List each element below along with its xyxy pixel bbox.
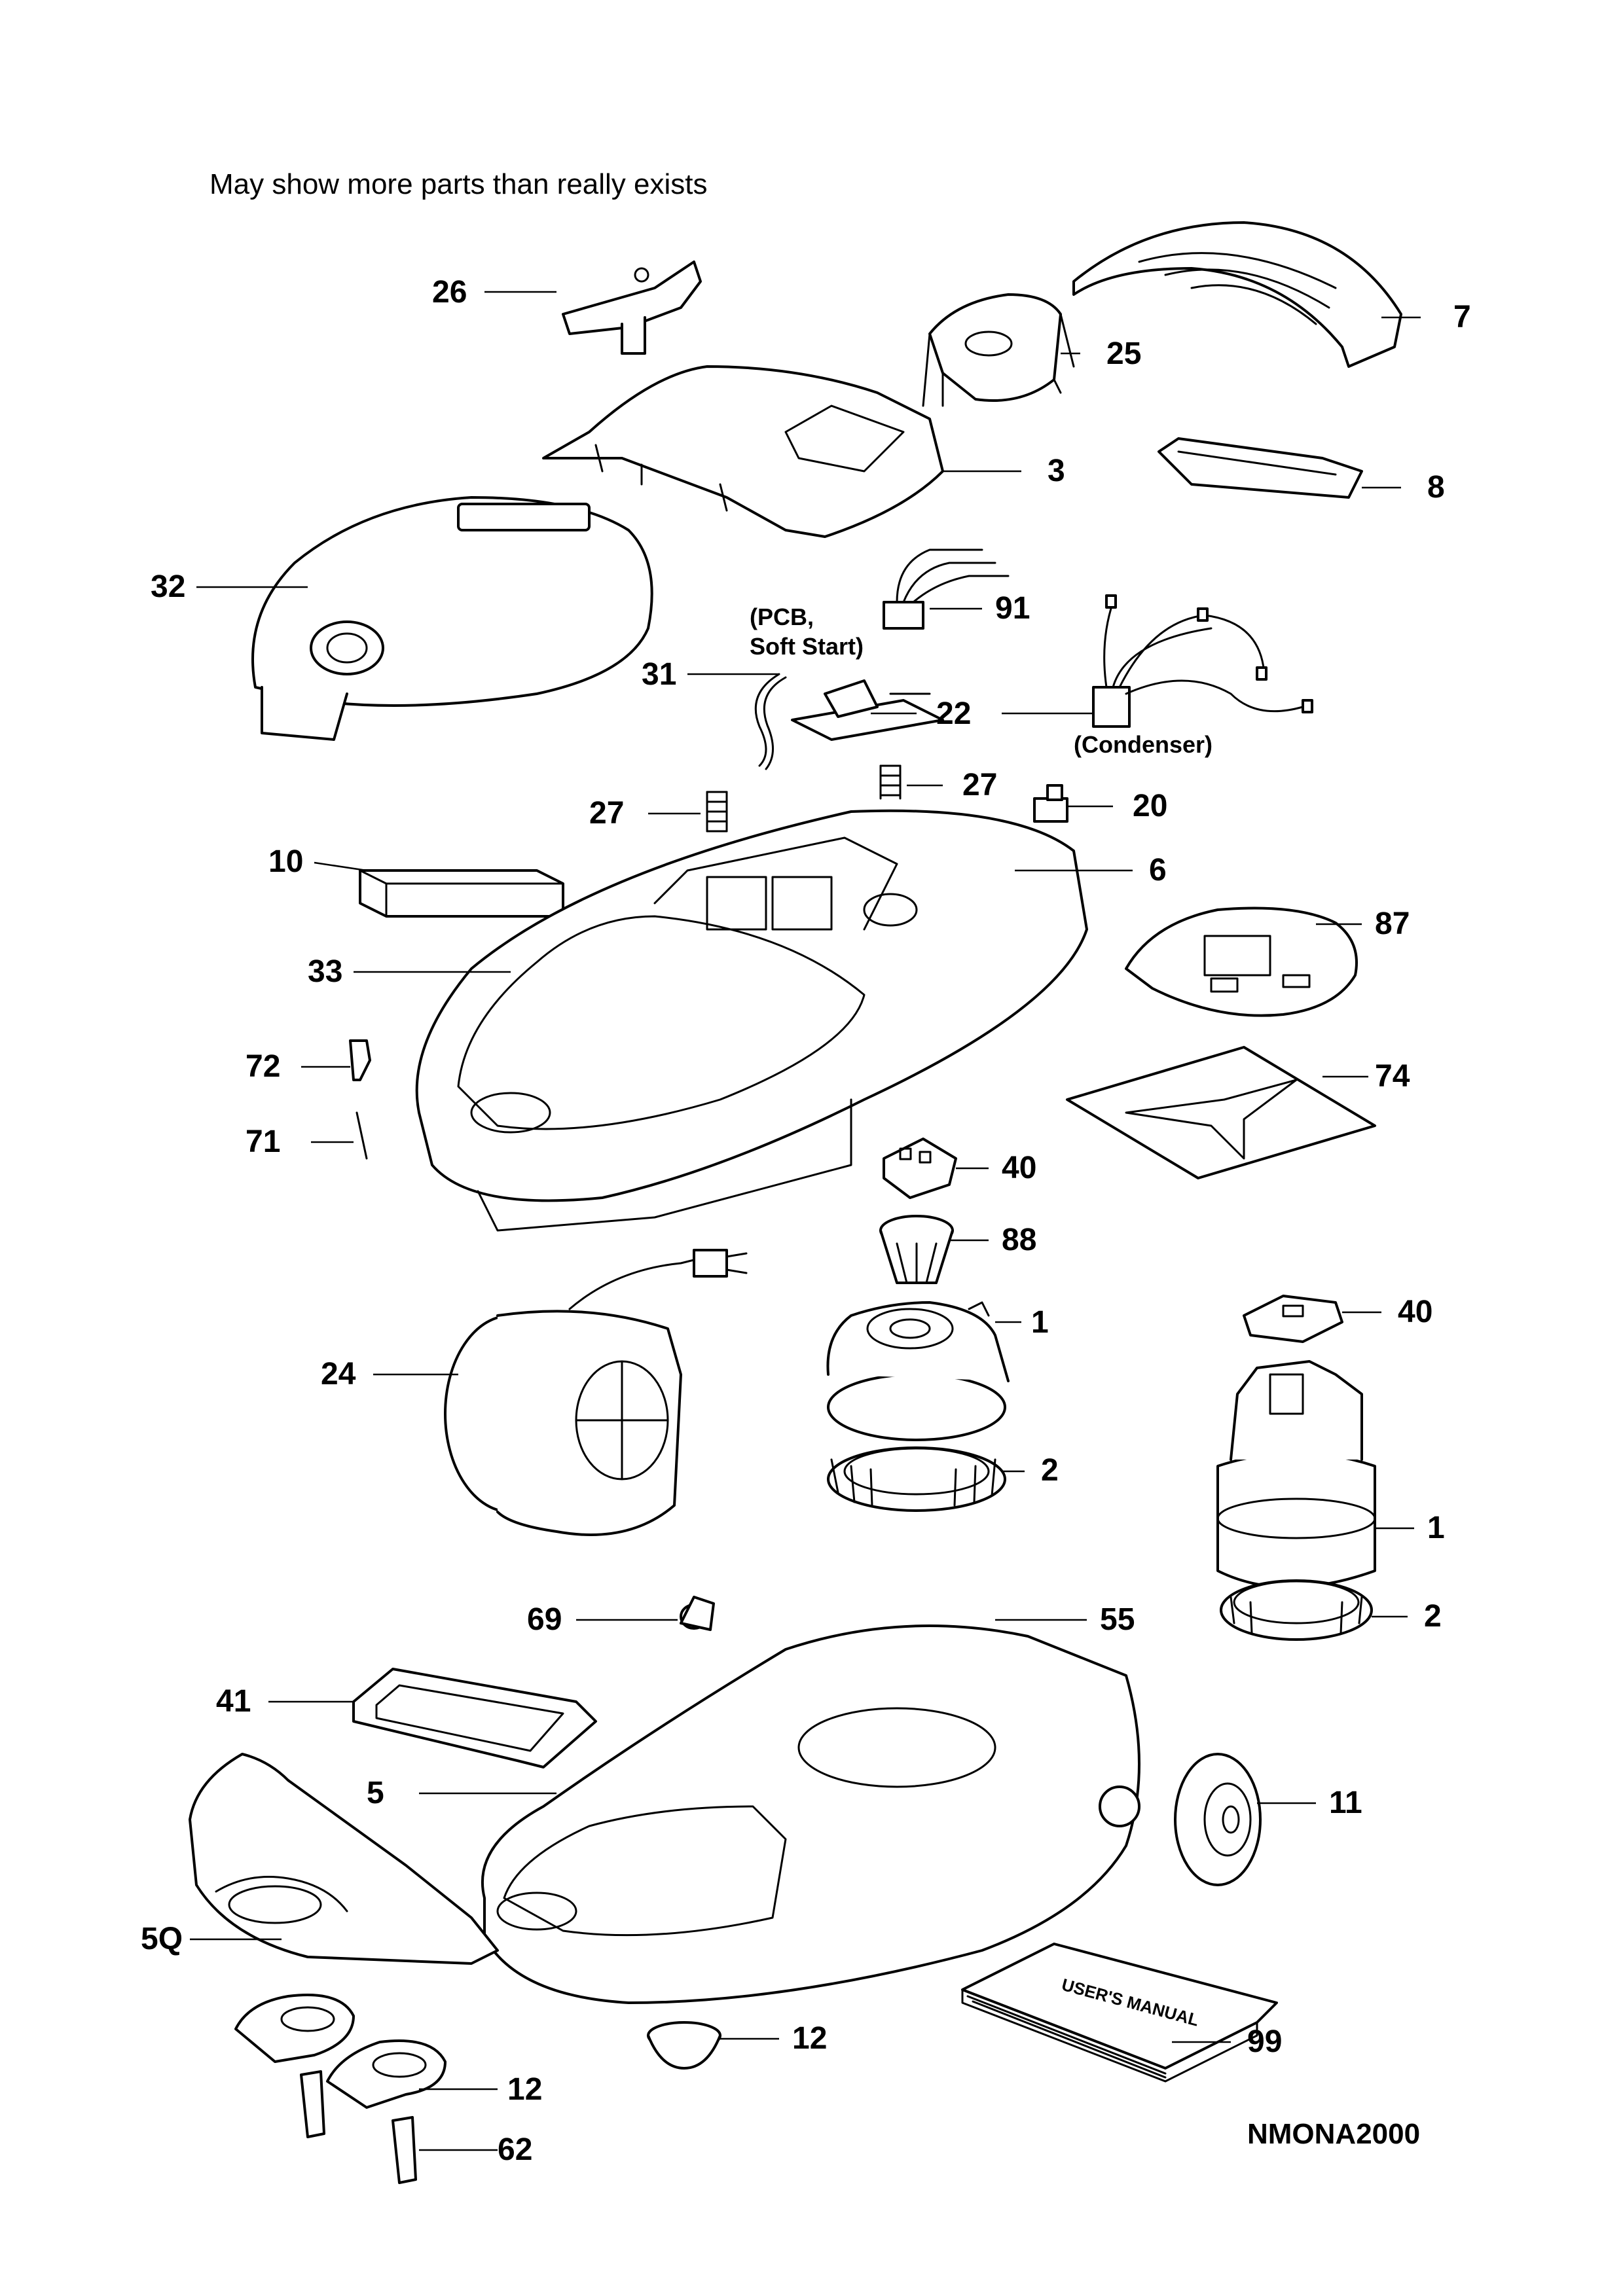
part-32-front-lid [251,496,653,741]
annotation-pcb: (PCB, [750,603,814,630]
part-40-mount-upper [883,1138,957,1199]
label-24: 24 [321,1357,356,1391]
label-25: 25 [1106,336,1141,371]
part-88-motor-cap [879,1215,954,1284]
part-72-clip [349,1039,371,1081]
part-40-mount-right [1243,1295,1343,1343]
label-7: 7 [1453,300,1471,334]
label-5: 5 [367,1776,384,1810]
label-87: 87 [1375,906,1410,941]
label-41: 41 [216,1684,251,1719]
label-2a: 2 [1041,1453,1059,1488]
annotation-condenser: (Condenser) [1074,731,1213,758]
part-24-cable-reel [444,1249,748,1536]
condenser [1092,594,1313,728]
disclaimer-note: May show more parts than really exists [210,168,708,200]
label-88: 88 [1002,1223,1036,1257]
label-91: 91 [995,591,1030,626]
label-6: 6 [1149,853,1167,888]
part-5q-front-bumper [189,1753,499,1965]
part-12-castor-cap [647,2021,721,2070]
label-12a: 12 [507,2072,542,2107]
label-99: 99 [1247,2024,1282,2059]
part-1-motor-right [1216,1360,1376,1588]
label-74: 74 [1375,1059,1410,1094]
label-27b: 27 [962,768,997,802]
part-74-filter-sheet [1066,1046,1376,1179]
part-6-chassis [415,809,1088,1232]
part-91-wiring [883,548,1010,630]
part-2-ring-center [827,1446,1006,1512]
part-99-users-manual: USER'S MANUAL [961,1943,1278,2083]
part-7-top-lid [1072,221,1402,368]
label-1a: 1 [1031,1305,1049,1340]
part-5-bottom-housing [481,1624,1140,2004]
part-3-upper-housing [542,365,944,538]
part-20-switch [1033,784,1068,823]
label-33: 33 [308,954,342,989]
label-40b: 40 [1398,1295,1432,1329]
part-31-wire [754,673,787,770]
label-20: 20 [1133,789,1167,823]
diagram-code: NMONA2000 [1247,2118,1420,2150]
part-87-plate [1125,906,1358,1017]
label-8: 8 [1427,470,1445,505]
label-62: 62 [498,2132,532,2167]
part-71-clip [356,1111,368,1160]
label-71: 71 [246,1124,280,1159]
part-27-spring-right [879,764,902,800]
label-11: 11 [1329,1785,1362,1820]
part-1-motor-center [826,1301,1010,1441]
label-40a: 40 [1002,1151,1036,1185]
part-26-button-cover [562,260,702,355]
part-25-top-button [922,293,1075,407]
part-41-gasket [352,1668,597,1768]
label-27a: 27 [589,796,624,831]
label-22: 22 [936,696,971,731]
part-8-plate [1158,437,1363,499]
label-5q: 5Q [141,1922,183,1956]
part-69-plug [680,1596,715,1631]
label-32: 32 [151,569,185,604]
annotation-soft-start: Soft Start) [750,633,864,660]
label-3: 3 [1048,454,1065,488]
label-1b: 1 [1427,1511,1445,1545]
leader-10 [314,861,367,872]
label-55: 55 [1100,1602,1135,1637]
label-72: 72 [246,1049,280,1084]
part-12-castor-holders [234,1994,447,2109]
part-22-pcb [791,679,944,741]
part-62-pins [300,2070,417,2184]
label-12b: 12 [792,2021,827,2056]
label-69: 69 [527,1602,562,1637]
part-2-ring-right [1220,1579,1373,1641]
label-10: 10 [268,844,303,879]
part-27-spring-left [706,791,728,833]
part-11-wheel [1174,1753,1262,1886]
label-31: 31 [642,657,676,692]
label-2b: 2 [1424,1599,1442,1634]
label-26: 26 [432,275,467,310]
part-10-filter [359,869,564,918]
